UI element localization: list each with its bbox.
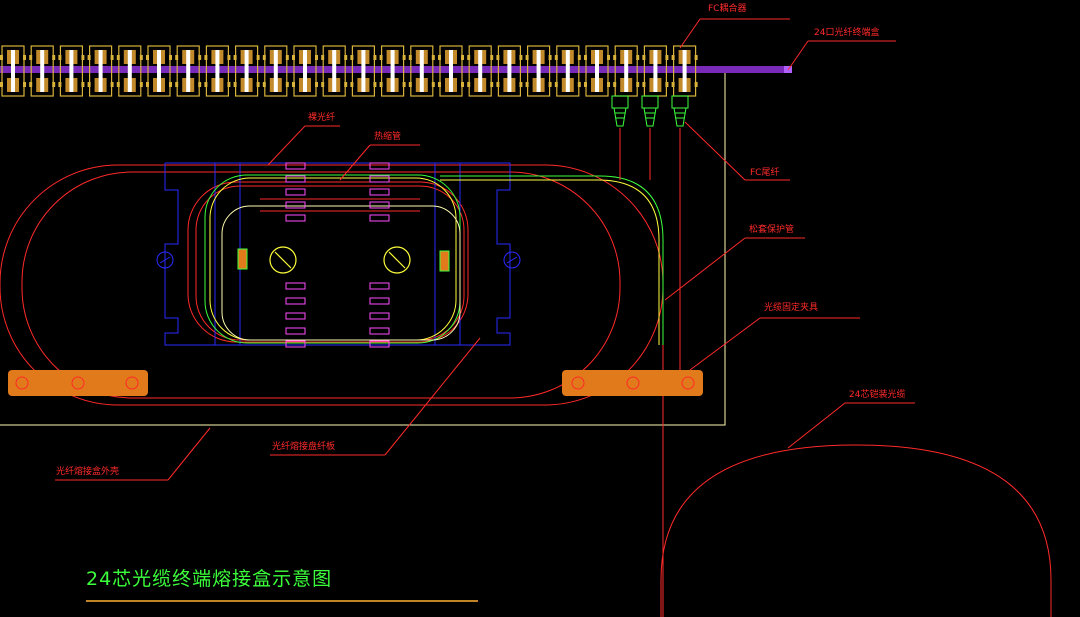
heat-shrink-sleeve <box>285 214 306 222</box>
label-fc-pigtail: FC尾纤 <box>750 166 779 178</box>
fc-adapter <box>467 45 494 97</box>
fc-adapter <box>87 45 114 97</box>
tray-posts <box>269 246 411 274</box>
label-heat-shrink: 热缩管 <box>374 130 401 142</box>
diagram-title: 24芯光缆终端熔接盒示意图 <box>86 568 332 590</box>
label-cable-clamp: 光缆固定夹具 <box>764 301 818 313</box>
heat-shrink-sleeve <box>369 188 390 196</box>
fc-adapter <box>0 45 26 97</box>
screw-right <box>503 251 521 269</box>
fc-adapter <box>29 45 56 97</box>
fc-adapter <box>116 45 143 97</box>
heat-shrink-sleeve <box>369 201 390 209</box>
label-cable-24: 24芯铠装光缆 <box>849 388 905 400</box>
fc-adapter <box>321 45 348 97</box>
heat-shrink-sleeve <box>285 340 306 348</box>
heat-shrink-sleeve <box>285 201 306 209</box>
clamp-right <box>562 370 703 396</box>
fc-adapter <box>204 45 231 97</box>
fc-adapter <box>292 45 318 97</box>
fc-pigtail <box>641 95 659 127</box>
clamp-left <box>8 370 148 396</box>
fc-pigtail <box>611 95 629 127</box>
annotation-leaders <box>55 18 915 481</box>
heat-shrink-sleeve <box>285 175 306 183</box>
fc-adapter <box>58 45 85 97</box>
heat-shrink-sleeve <box>369 162 390 170</box>
screw-left <box>156 251 174 269</box>
fc-adapter <box>379 45 406 97</box>
heat-shrink-sleeve <box>369 297 390 305</box>
heat-shrink-sleeve <box>369 327 390 335</box>
cable-clamps <box>8 370 703 396</box>
cable-24-outline <box>660 444 1052 617</box>
fc-adapter <box>584 45 610 97</box>
fc-adapter <box>613 45 640 97</box>
label-terminal-box: 24口光纤终端盒 <box>814 26 879 38</box>
fc-adapter <box>408 45 435 97</box>
adapter-rail <box>0 66 792 73</box>
fc-adapter <box>146 45 172 97</box>
label-protect-tube: 松套保护管 <box>749 223 794 235</box>
fc-pigtail <box>671 95 689 127</box>
heat-shrink-sleeve <box>369 340 390 348</box>
splice-tray-outline <box>156 162 521 346</box>
fc-adapter <box>554 45 581 97</box>
fc-adapter <box>438 45 464 97</box>
fc-adapter <box>262 45 289 97</box>
heat-shrink-sleeve <box>285 162 306 170</box>
label-fc-adapter: FC耦合器 <box>708 2 746 14</box>
heat-shrink-sleeve <box>369 282 390 290</box>
heat-shrink-sleeve <box>285 312 306 320</box>
fc-adapter <box>175 45 202 97</box>
fc-adapter <box>233 45 260 97</box>
label-bare-fiber: 裸光纤 <box>308 111 335 123</box>
fc-pigtail-group <box>611 95 689 127</box>
fc-adapter <box>525 45 552 97</box>
heat-shrink-sleeve <box>369 214 390 222</box>
heat-shrink-splices <box>260 162 420 348</box>
label-splice-shell: 光纤熔接盒外壳 <box>56 465 119 477</box>
heat-shrink-sleeve <box>285 282 306 290</box>
heat-shrink-sleeve <box>285 188 306 196</box>
fiber-loops <box>0 164 664 406</box>
fc-adapter <box>496 45 523 97</box>
label-splice-tray: 光纤熔接盘纤板 <box>272 440 335 452</box>
fc-adapter <box>350 45 377 97</box>
heat-shrink-sleeve <box>369 175 390 183</box>
heat-shrink-sleeve <box>369 312 390 320</box>
heat-shrink-sleeve <box>285 327 306 335</box>
heat-shrink-sleeve <box>285 297 306 305</box>
